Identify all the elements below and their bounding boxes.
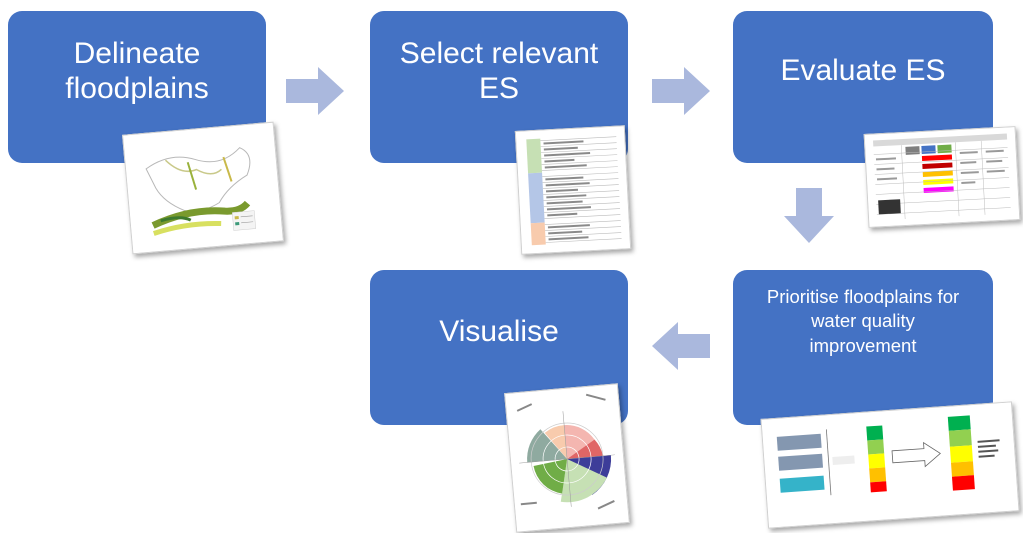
step-evaluate-label: Evaluate ES xyxy=(780,54,946,88)
es-table-thumbnail xyxy=(514,125,632,255)
step-prioritise-floodplains: Prioritise floodplains for water quality… xyxy=(733,270,993,425)
step-visualise-label: Visualise xyxy=(439,314,559,348)
arrow-left-icon xyxy=(652,322,710,370)
step-delineate-label: Delineate floodplains xyxy=(65,36,209,105)
arrow-down-icon xyxy=(784,188,834,243)
prioritisation-diagram-thumbnail xyxy=(760,401,1020,529)
arrow-right-icon xyxy=(652,67,710,115)
rose-chart-thumbnail xyxy=(504,383,630,533)
evaluation-table-thumbnail xyxy=(863,126,1021,228)
step-select-label: Select relevant ES xyxy=(399,36,599,105)
arrow-right-icon xyxy=(286,67,344,115)
step-prioritise-label: Prioritise floodplains for water quality… xyxy=(766,286,960,356)
floodplain-map-thumbnail xyxy=(122,121,284,255)
